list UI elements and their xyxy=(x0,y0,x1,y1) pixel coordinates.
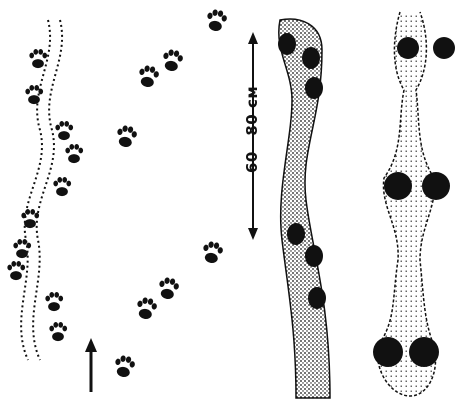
paw-print-icon xyxy=(21,209,39,228)
paw-print-icon xyxy=(205,8,228,32)
paw-print-icon xyxy=(135,296,158,320)
paw-print-icon xyxy=(13,239,31,258)
paw-print-icon xyxy=(55,121,73,140)
body-drag-panel xyxy=(373,12,455,396)
paw-print-icon xyxy=(65,144,83,163)
paw-print-icon xyxy=(45,292,63,311)
paw-print-icon xyxy=(53,177,71,196)
paw-print-icon xyxy=(25,85,43,104)
arrow-up-icon xyxy=(85,338,97,392)
paw-print-icon xyxy=(161,48,184,72)
furrow-body xyxy=(279,19,330,398)
paw-print-icon xyxy=(201,240,224,264)
paw-print-icon xyxy=(113,354,136,378)
paw-print-icon xyxy=(137,64,160,88)
dimension-label: 60—80 см xyxy=(243,117,261,173)
paw-print-icon xyxy=(7,261,25,280)
furrow-inner-line xyxy=(21,20,50,360)
paw-print-icon xyxy=(49,322,67,341)
paw-print-icon xyxy=(157,276,180,300)
furrow-track-panel xyxy=(7,20,83,360)
paw-print-icon xyxy=(29,49,47,68)
paw-print-icon xyxy=(115,124,138,148)
furrow-body-panel xyxy=(278,19,330,398)
paw-print-trail-panel xyxy=(85,8,228,392)
